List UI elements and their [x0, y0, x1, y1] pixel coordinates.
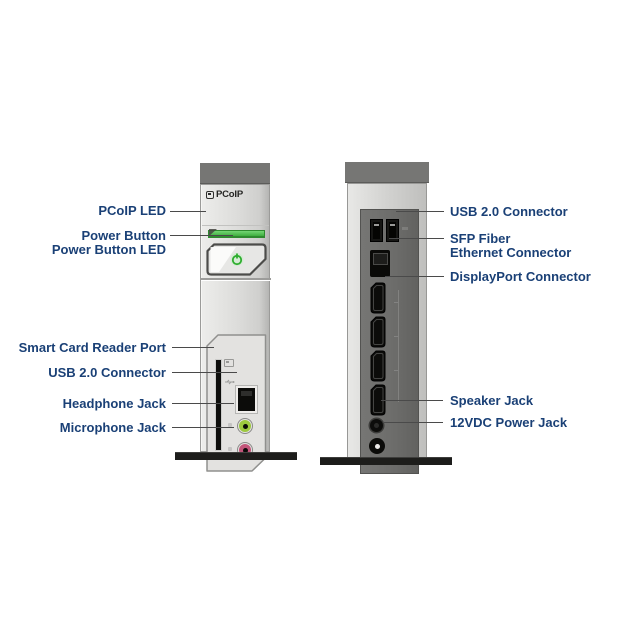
usb-port-back-1 [370, 219, 383, 242]
pcoip-logo-icon [206, 190, 214, 199]
callout-headphone: Headphone Jack [63, 397, 166, 411]
callout-text: USB 2.0 Connector [450, 204, 568, 219]
callout-smart-card: Smart Card Reader Port [19, 341, 166, 355]
section-divider [202, 225, 269, 226]
callout-text: Headphone Jack [62, 396, 166, 411]
panel-marking [402, 227, 408, 230]
back-device-stand [320, 457, 452, 465]
callout-line-microphone [172, 427, 234, 428]
front-io-panel [206, 334, 267, 472]
pcoip-logo: PCoIP [206, 189, 243, 200]
callout-line-usb-front [172, 372, 237, 373]
callout-text: Power Button LED [51, 242, 166, 257]
headphone-symbol-icon [228, 423, 232, 427]
headphone-hole [242, 423, 248, 429]
led-arrow-icon [209, 229, 217, 236]
speaker-jack [370, 419, 383, 432]
smart-card-slot [216, 360, 221, 450]
callout-power-button: Power Button Power Button LED [52, 229, 166, 257]
callout-text: SFP Fiber [450, 231, 511, 246]
callout-text: USB 2.0 Connector [48, 365, 166, 380]
microphone-hole [242, 447, 248, 453]
back-io-panel [360, 209, 419, 474]
back-device [345, 162, 429, 474]
headphone-jack [237, 418, 253, 434]
callout-line-power-button [170, 235, 233, 236]
port-tick [394, 302, 398, 303]
callout-line-displayport [385, 276, 444, 277]
callout-text: DisplayPort Connector [450, 269, 591, 284]
port-tick [394, 336, 398, 337]
port-group-marking [398, 290, 399, 402]
usb-port-front [238, 388, 255, 411]
usb-icon [225, 379, 235, 385]
front-body: PCoIP [200, 184, 271, 472]
callout-line-headphone [172, 403, 234, 404]
callout-pcoip-led: PCoIP LED [98, 204, 166, 218]
microphone-symbol-icon [228, 447, 232, 451]
callout-line-power-jack [383, 422, 443, 423]
back-top-cap [345, 162, 429, 183]
callout-text: Microphone Jack [59, 420, 166, 435]
front-device-stand [175, 452, 297, 460]
power-jack [369, 438, 385, 454]
callout-line-speaker [381, 400, 443, 401]
callout-text: Power Button [81, 228, 167, 243]
displayport-port-4 [370, 384, 386, 416]
callout-line-pcoip-led [170, 211, 206, 212]
body-divider [201, 278, 271, 281]
callout-text: Smart Card Reader Port [18, 340, 166, 355]
sfp-fiber-port [370, 250, 390, 277]
callout-usb-back: USB 2.0 Connector [450, 205, 568, 219]
callout-line-usb-back [396, 211, 444, 212]
callout-displayport: DisplayPort Connector [450, 270, 591, 284]
callout-microphone: Microphone Jack [60, 421, 166, 435]
smart-card-icon [224, 359, 234, 367]
callout-sfp: SFP Fiber Ethernet Connector [450, 232, 571, 260]
power-button [206, 243, 267, 276]
callout-text: PCoIP LED [98, 203, 166, 218]
usb-port-back-2 [386, 219, 399, 242]
callout-text: 12VDC Power Jack [450, 415, 568, 430]
pcoip-led-bar [208, 229, 265, 238]
callout-line-smart-card [172, 347, 214, 348]
callout-line-sfp [389, 238, 444, 239]
front-device: PCoIP [200, 163, 271, 472]
power-icon [231, 253, 243, 266]
pcoip-logo-text: PCoIP [216, 189, 243, 200]
front-top-cap [200, 163, 270, 184]
displayport-port-3 [370, 350, 386, 382]
callout-power-jack: 12VDC Power Jack [450, 416, 567, 430]
callout-usb-front: USB 2.0 Connector [48, 366, 166, 380]
displayport-port-2 [370, 316, 386, 348]
callout-text: Speaker Jack [450, 393, 534, 408]
port-tick [394, 370, 398, 371]
displayport-port-1 [370, 282, 386, 314]
callout-speaker: Speaker Jack [450, 394, 533, 408]
callout-text: Ethernet Connector [450, 245, 572, 260]
back-frame [347, 183, 427, 474]
